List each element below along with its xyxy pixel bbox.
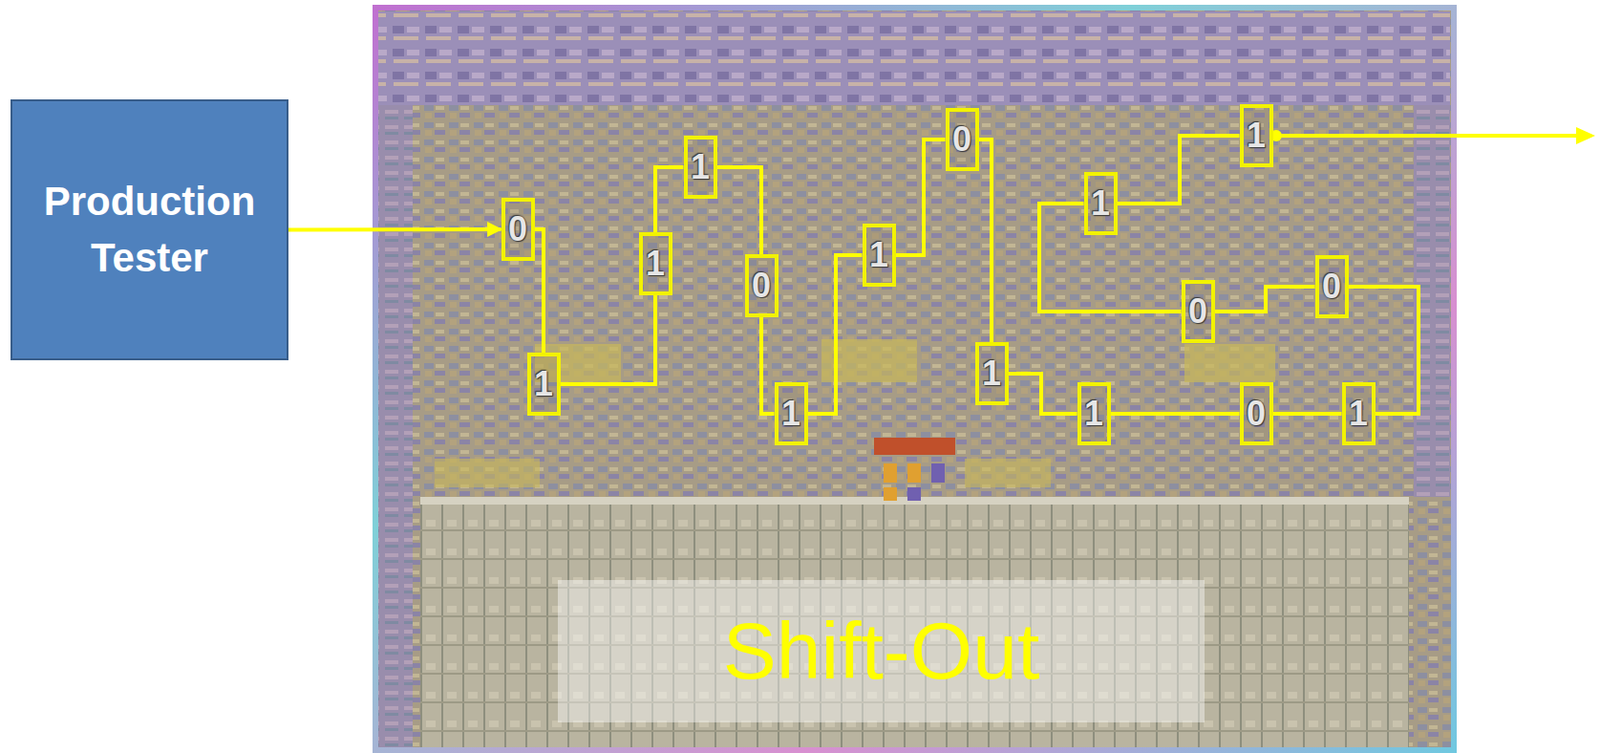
scan-cell: 0 bbox=[1315, 255, 1349, 319]
scan-cell: 1 bbox=[683, 135, 718, 199]
scan-cell: 1 bbox=[527, 352, 561, 416]
scan-wire bbox=[288, 227, 502, 233]
die-pad bbox=[907, 463, 921, 483]
box-label: Production Tester bbox=[25, 173, 274, 287]
bit-value: 1 bbox=[533, 366, 554, 402]
bit-value: 1 bbox=[1348, 396, 1368, 431]
scan-wire bbox=[560, 295, 657, 384]
scan-out-head bbox=[1576, 127, 1596, 145]
die-block bbox=[1184, 343, 1276, 383]
bit-value: 0 bbox=[508, 212, 528, 247]
bit-value: 1 bbox=[981, 356, 1002, 391]
bit-value: 1 bbox=[1084, 396, 1104, 431]
die-block bbox=[434, 458, 540, 488]
die-bottom-region bbox=[420, 501, 1409, 748]
scan-wire bbox=[979, 139, 993, 342]
die-pad bbox=[907, 487, 921, 501]
bit-value: 0 bbox=[1188, 294, 1208, 329]
scan-out-line bbox=[1276, 133, 1579, 138]
scan-cell: 1 bbox=[1239, 104, 1274, 168]
scan-cell: 1 bbox=[975, 341, 1009, 406]
scan-wire bbox=[1110, 411, 1240, 416]
scan-wire bbox=[1008, 373, 1078, 414]
scan-wire bbox=[534, 229, 545, 353]
scan-wire bbox=[1273, 411, 1343, 416]
die-top-band bbox=[378, 11, 1451, 106]
die-block bbox=[964, 458, 1051, 488]
bit-value: 1 bbox=[1246, 118, 1266, 153]
scan-wire bbox=[655, 167, 684, 233]
bit-value: 0 bbox=[1246, 396, 1266, 431]
scan-wire bbox=[808, 255, 863, 414]
scan-cell: 0 bbox=[945, 107, 980, 171]
scan-cell: 1 bbox=[1084, 171, 1118, 235]
caption-text: Shift-Out bbox=[723, 606, 1040, 695]
scan-wire bbox=[761, 317, 775, 414]
scan-cell: 1 bbox=[1342, 382, 1376, 446]
bit-value: 1 bbox=[1090, 186, 1110, 221]
die-red-strip bbox=[874, 437, 956, 455]
scan-wire bbox=[896, 139, 946, 256]
scan-cell: 0 bbox=[1239, 382, 1274, 446]
bit-value: 1 bbox=[645, 246, 665, 281]
tester-box: Production Tester bbox=[10, 99, 289, 361]
die-pad bbox=[931, 463, 945, 483]
scan-cell: 1 bbox=[862, 223, 896, 287]
scan-wire bbox=[717, 167, 763, 255]
scan-wire bbox=[1117, 135, 1240, 204]
die-edge bbox=[375, 7, 1454, 750]
die-pad bbox=[883, 487, 897, 501]
scan-cell: 0 bbox=[745, 254, 779, 318]
bit-value: 0 bbox=[952, 122, 972, 157]
bit-value: 0 bbox=[751, 268, 771, 303]
scan-wire bbox=[1215, 286, 1316, 312]
scan-cell: 0 bbox=[501, 197, 535, 261]
bit-value: 1 bbox=[781, 396, 801, 431]
die-pad bbox=[883, 463, 897, 483]
scan-cell: 0 bbox=[1181, 279, 1216, 343]
bit-value: 0 bbox=[1322, 269, 1342, 304]
scan-cell: 1 bbox=[774, 382, 809, 446]
scan-cell: 1 bbox=[1077, 382, 1111, 446]
die-left-column bbox=[378, 105, 413, 747]
caption-panel: Shift-Out bbox=[557, 579, 1205, 723]
bit-value: 1 bbox=[690, 149, 710, 185]
bit-value: 1 bbox=[869, 237, 889, 273]
die-body bbox=[372, 4, 1457, 753]
scan-cell: 1 bbox=[639, 232, 673, 296]
